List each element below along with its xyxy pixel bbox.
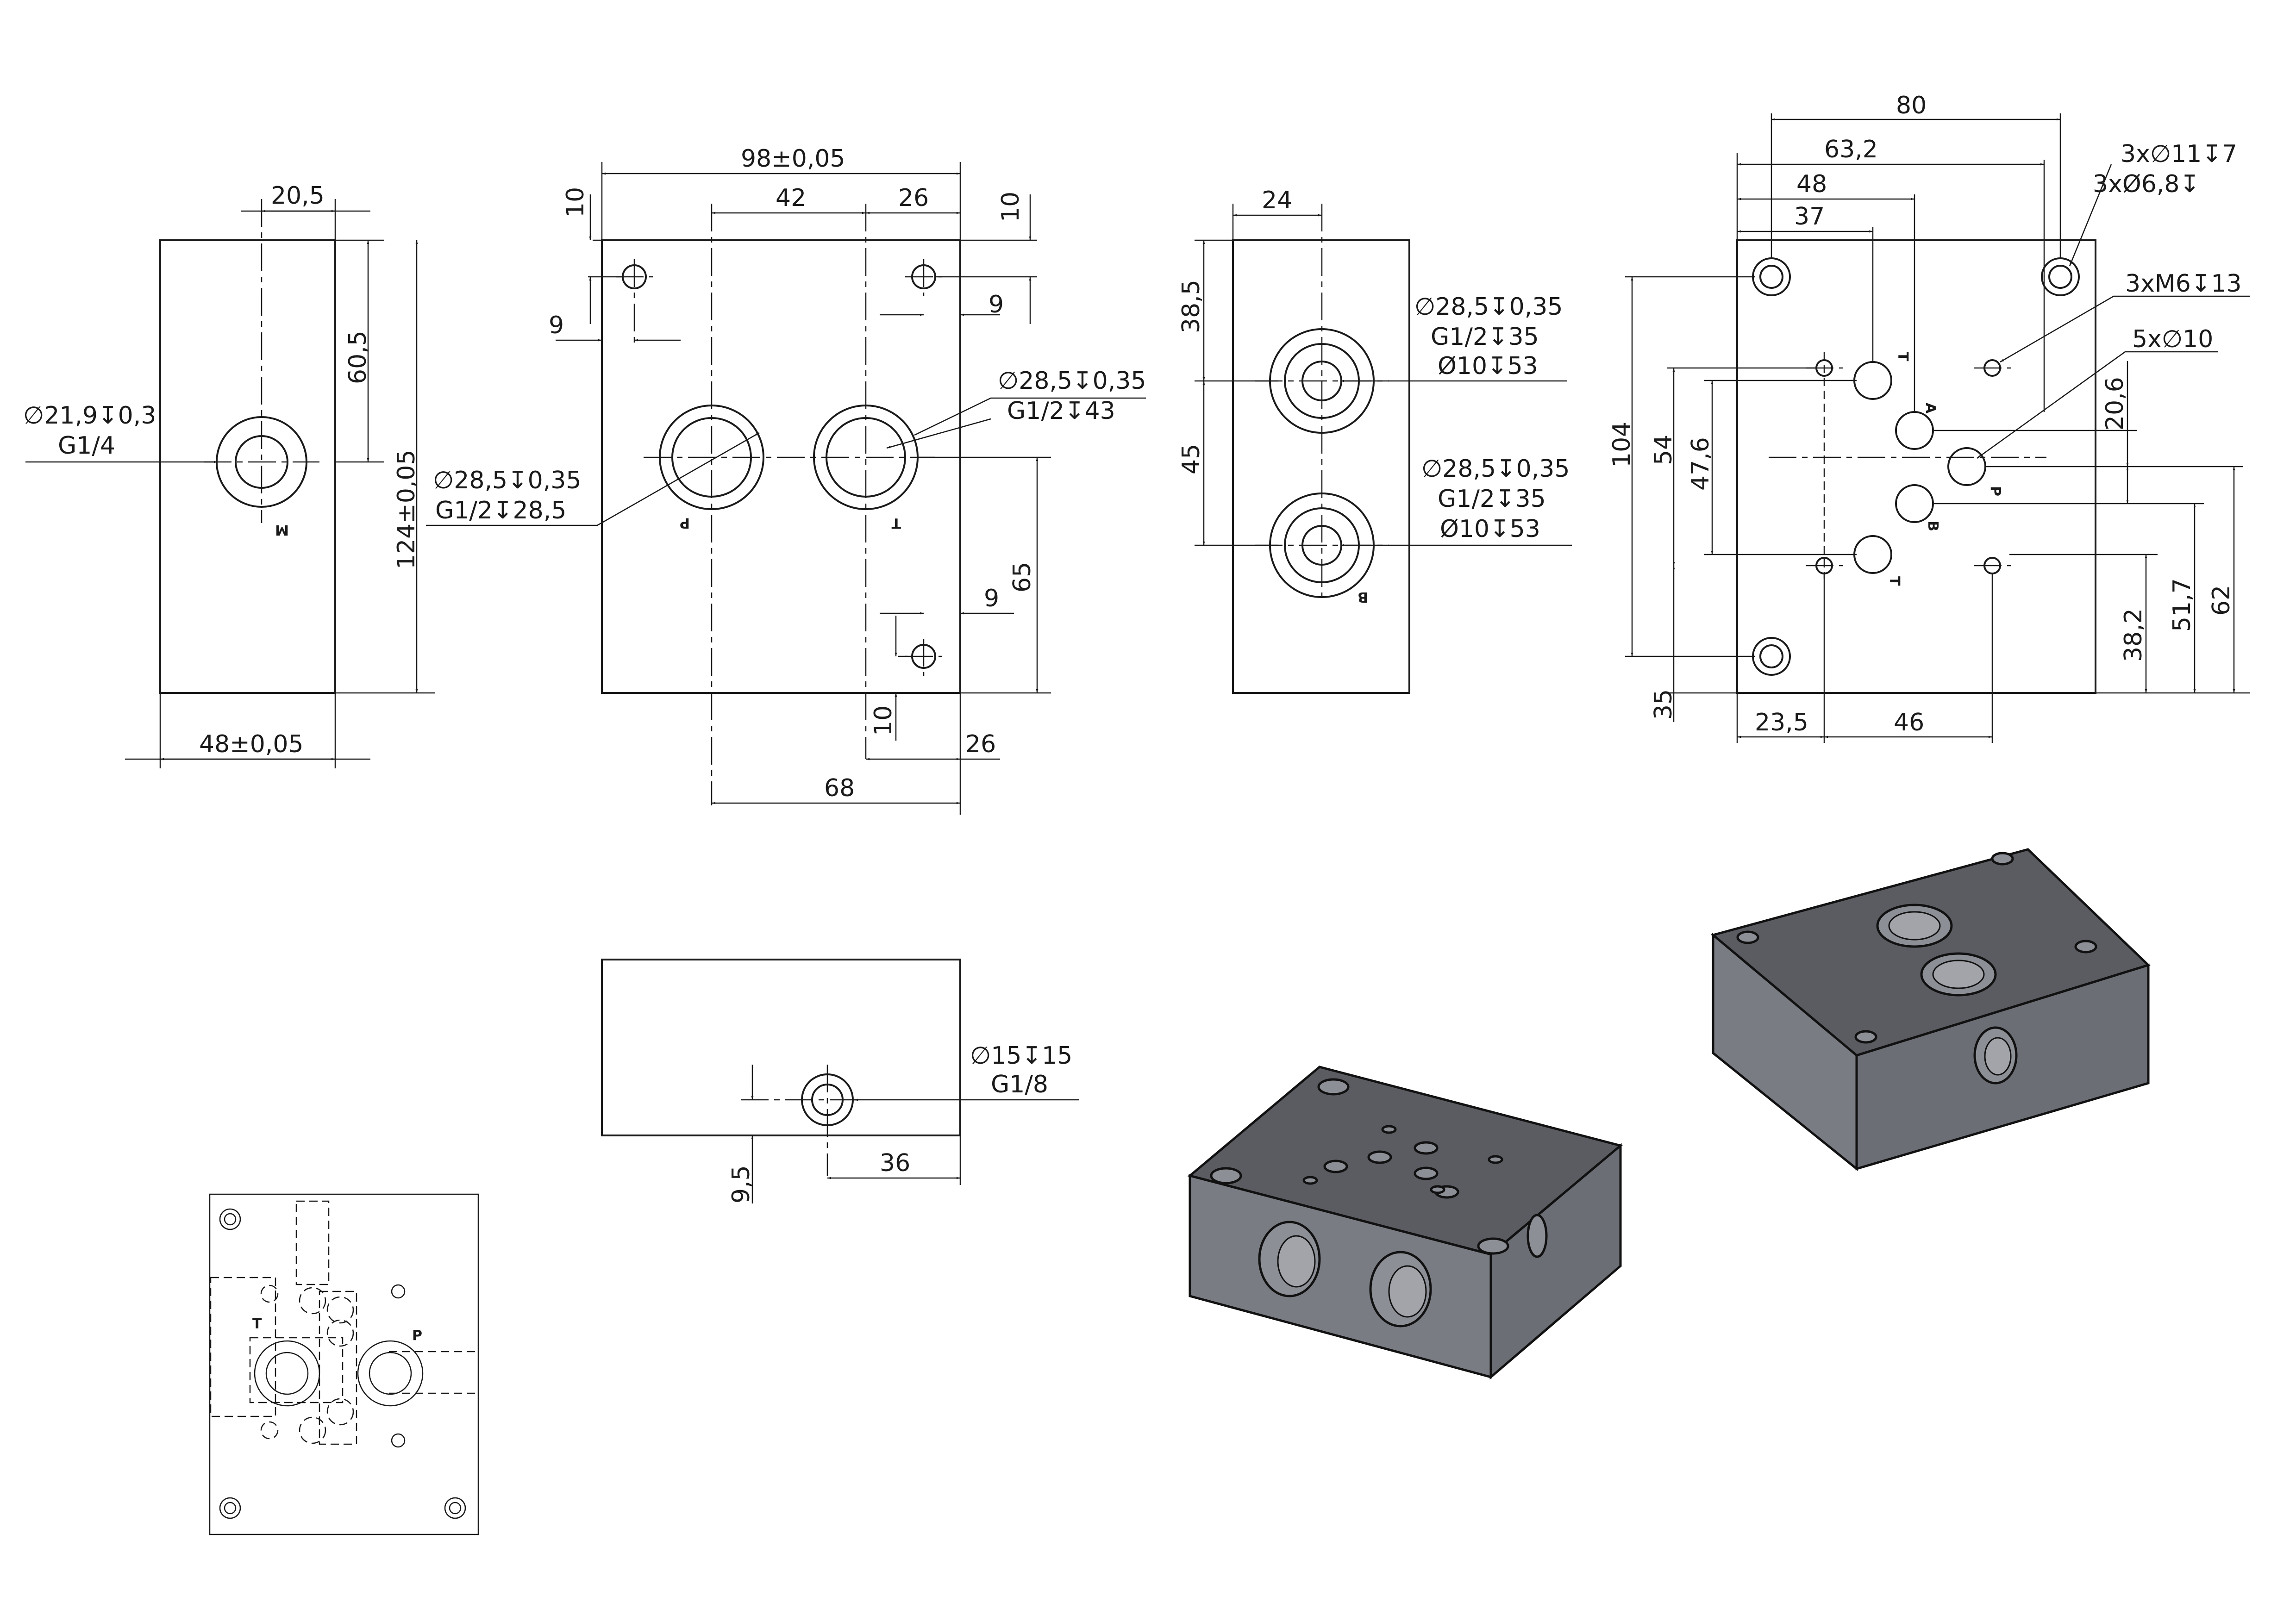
v1-dim-60-5: 60,5 — [344, 330, 372, 384]
v2-dim-68: 68 — [824, 774, 855, 802]
v4-bolt-bl-inner — [1759, 644, 1783, 668]
v4-dim-20-6: 20,6 — [2101, 377, 2129, 430]
v2-outline — [601, 239, 961, 694]
v1-outline — [159, 239, 336, 694]
v2-t-callout-line1: ∅28,5↧0,35 — [998, 367, 1146, 395]
v4-label-p: P — [1987, 486, 2003, 496]
v4-dim-48: 48 — [1796, 170, 1827, 198]
v1-dim-20-5: 20,5 — [271, 182, 325, 210]
v4-dim-46: 46 — [1894, 709, 1924, 736]
v2-p-callout-line2: G1/2↧28,5 — [435, 497, 566, 524]
v3-a-callout-line2: G1/2↧35 — [1431, 323, 1539, 351]
view-face-pt: P T 98±0,05 42 26 10 10 9 9 9 — [426, 145, 1146, 815]
v4-bolt-bl-outer — [1752, 637, 1791, 676]
v4-port-b — [1895, 484, 1934, 523]
v2-dim-42: 42 — [776, 184, 806, 212]
v2-dim-65: 65 — [1008, 562, 1036, 592]
view-bottom-gauge: ∅15↧15 G1/8 9,5 36 — [601, 959, 1079, 1203]
v4-dim-38-2: 38,2 — [2120, 608, 2147, 662]
v4-port-a — [1895, 411, 1934, 450]
v4-callout-1: 3x∅11↧7 — [2121, 140, 2237, 168]
v2-port-label-p: P — [680, 515, 690, 531]
v4-dim-47-6: 47,6 — [1687, 437, 1714, 491]
v3-a-callout-line1: ∅28,5↧0,35 — [1414, 293, 1563, 321]
v2-dim-98: 98±0,05 — [741, 145, 845, 173]
v2-t-callout-line2: G1/2↧43 — [1007, 397, 1115, 425]
v4-dim-104: 104 — [1608, 422, 1636, 468]
v4-callout-2: 3xØ6,8↧ — [2093, 170, 2200, 198]
v4-label-b: B — [1925, 521, 1941, 531]
v3-a-callout-line3: Ø10↧53 — [1438, 352, 1538, 380]
v4-bolt-tr-inner — [2048, 265, 2072, 289]
v4-dim-23-5: 23,5 — [1755, 709, 1808, 736]
iso-view-front — [1187, 1066, 1623, 1380]
v3-dim-38-5: 38,5 — [1177, 280, 1205, 333]
iso1-side-face — [1489, 1143, 1622, 1380]
v5-callout-line1: ∅15↧15 — [970, 1042, 1072, 1070]
v3-dim-24: 24 — [1262, 187, 1292, 214]
v5-dim-9-5: 9,5 — [727, 1165, 755, 1203]
v4-dim-63-2: 63,2 — [1824, 136, 1878, 163]
v4-dim-51-7: 51,7 — [2168, 578, 2196, 632]
v4-callout-4: 5x∅10 — [2132, 325, 2213, 353]
view-side-m: M 20,5 60,5 124±0,05 48±0,05 ∅21,9↧0,3 G… — [23, 182, 435, 768]
v6-label-t: T — [252, 1316, 262, 1332]
v1-callout-line1: ∅21,9↧0,3 — [23, 402, 156, 430]
v4-bolt-tl-outer — [1752, 257, 1791, 296]
v4-port-p — [1947, 447, 1986, 486]
v4-bolt-tr-outer — [2041, 257, 2080, 296]
v4-dim-54: 54 — [1650, 435, 1677, 465]
v3-outline — [1232, 239, 1410, 694]
v2-dim-9-right: 9 — [988, 291, 1004, 318]
v3-port-label-b: B — [1358, 589, 1368, 605]
v4-label-t2: T — [1886, 576, 1902, 586]
v4-port-t2 — [1853, 535, 1892, 574]
view-schematic: T P — [209, 1193, 479, 1535]
v2-dim-10-left: 10 — [562, 187, 589, 218]
v4-bolt-tl-inner — [1759, 265, 1783, 289]
v3-b-callout-line1: ∅28,5↧0,35 — [1421, 455, 1570, 483]
v1-port-label-m: M — [275, 522, 289, 538]
v6-outline — [209, 1193, 479, 1535]
v1-dim-124: 124±0,05 — [393, 449, 420, 569]
v3-b-callout-line3: Ø10↧53 — [1440, 515, 1540, 543]
v5-callout-line2: G1/8 — [991, 1071, 1048, 1098]
v2-dim-10-lower: 10 — [870, 705, 897, 736]
v4-label-a: A — [1922, 403, 1939, 414]
v1-dim-48: 48±0,05 — [199, 730, 304, 758]
v4-dim-35: 35 — [1650, 689, 1677, 720]
v5-outline — [601, 959, 961, 1136]
v1-callout-line2: G1/4 — [58, 432, 115, 460]
v2-dim-10-right: 10 — [997, 192, 1025, 222]
v2-dim-26-bottom: 26 — [965, 730, 996, 758]
v3-b-callout-line2: G1/2↧35 — [1438, 485, 1546, 513]
v5-dim-36: 36 — [880, 1149, 910, 1177]
v4-dim-37: 37 — [1794, 203, 1825, 231]
v2-dim-9-lower: 9 — [984, 585, 999, 612]
v2-p-callout-line1: ∅28,5↧0,35 — [433, 467, 581, 494]
iso-view-rear — [1710, 848, 2151, 1172]
v4-label-t1: T — [1895, 352, 1911, 362]
v4-dim-62: 62 — [2208, 585, 2235, 616]
view-top-interface: T A P B T 80 63,2 48 37 104 54 47,6 35 — [1608, 92, 2250, 743]
v4-dim-80: 80 — [1896, 92, 1927, 119]
v4-callout-3: 3xM6↧13 — [2125, 270, 2242, 298]
view-face-ab: A B 24 38,5 45 ∅28,5↧0,35 G1/2↧35 Ø10↧53… — [1177, 187, 1572, 694]
v6-label-p: P — [412, 1328, 422, 1344]
v4-port-t1 — [1853, 361, 1892, 400]
v3-dim-45: 45 — [1177, 444, 1205, 474]
v2-dim-26-top: 26 — [898, 184, 929, 212]
v2-dim-9-left: 9 — [549, 312, 564, 339]
iso1-side-port — [1526, 1214, 1548, 1258]
v2-port-label-t: T — [891, 515, 901, 531]
